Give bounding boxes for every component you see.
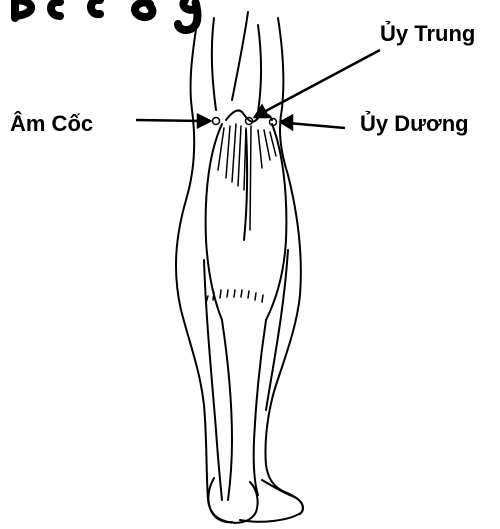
arrow-uy-duong-head bbox=[281, 116, 292, 129]
arrow-am-coc-head bbox=[198, 115, 210, 127]
leg-right-outline bbox=[240, 18, 303, 522]
calf-medial-head bbox=[206, 124, 222, 320]
label-uy-duong: Ủy Dương bbox=[360, 113, 469, 135]
thigh-line-1 bbox=[212, 18, 216, 110]
cut-off-heading bbox=[15, 0, 197, 30]
label-uy-trung: Ủy Trung bbox=[380, 23, 475, 45]
arrow-uy-duong-line bbox=[288, 123, 345, 128]
thigh-line-2 bbox=[232, 12, 248, 100]
achilles-right bbox=[254, 320, 266, 495]
thigh-line-3 bbox=[258, 25, 261, 112]
arrow-am-coc-line bbox=[136, 120, 204, 121]
label-am-coc: Âm Cốc bbox=[10, 113, 93, 135]
shin-inner-right bbox=[266, 250, 288, 410]
arrow-uy-trung-head bbox=[255, 106, 268, 117]
point-am-coc bbox=[213, 118, 220, 125]
achilles-left bbox=[222, 320, 232, 500]
heel bbox=[208, 478, 257, 523]
arrow-uy-trung-line bbox=[262, 50, 380, 113]
